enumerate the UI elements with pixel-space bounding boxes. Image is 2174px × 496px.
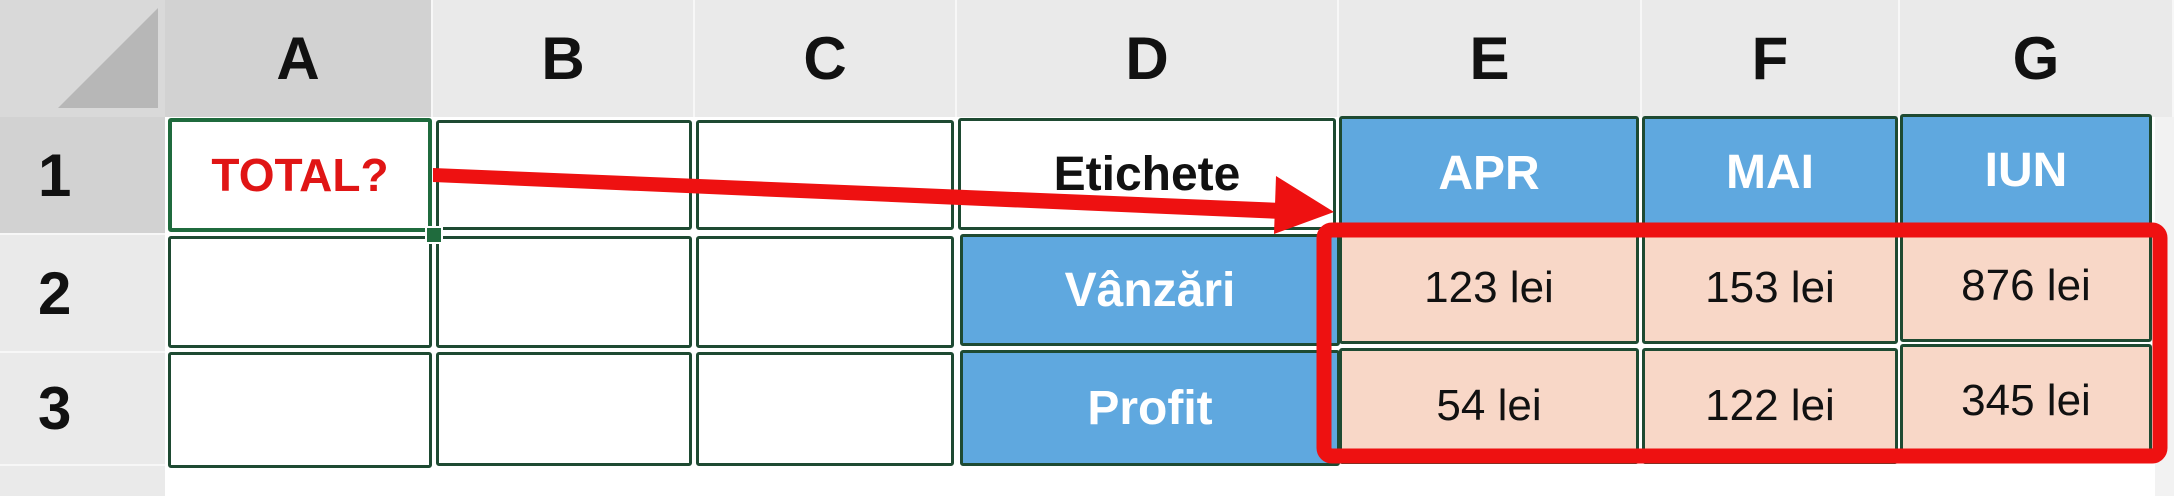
sheet-edge bbox=[2155, 117, 2174, 496]
cell-d1[interactable]: Etichete bbox=[958, 118, 1336, 230]
column-header-g[interactable]: G bbox=[1900, 0, 2174, 117]
column-header-f[interactable]: F bbox=[1642, 0, 1900, 117]
cell-b3[interactable] bbox=[436, 352, 692, 466]
cell-f2[interactable]: 153 lei bbox=[1642, 232, 1898, 344]
row-header-3[interactable]: 3 bbox=[0, 353, 165, 466]
cell-e2-text: 123 lei bbox=[1424, 263, 1554, 312]
row-header-2[interactable]: 2 bbox=[0, 235, 165, 353]
row-header-1[interactable]: 1 bbox=[0, 117, 165, 235]
cell-e1-text: APR bbox=[1438, 146, 1540, 200]
cell-a1[interactable]: TOTAL? bbox=[168, 118, 432, 232]
column-header-b[interactable]: B bbox=[433, 0, 695, 117]
cell-d2[interactable]: Vânzări bbox=[960, 234, 1340, 346]
cell-d3[interactable]: Profit bbox=[960, 350, 1340, 466]
row-header-filler bbox=[0, 466, 165, 496]
cell-b1[interactable] bbox=[436, 120, 692, 230]
fill-handle[interactable] bbox=[425, 226, 443, 244]
cell-f1-text: MAI bbox=[1726, 145, 1814, 199]
cell-b2[interactable] bbox=[436, 236, 692, 348]
cell-a2[interactable] bbox=[168, 236, 432, 348]
cell-d3-text: Profit bbox=[1087, 381, 1213, 435]
cell-g2[interactable]: 876 lei bbox=[1900, 230, 2152, 342]
cell-g3[interactable]: 345 lei bbox=[1900, 344, 2152, 458]
select-all-corner[interactable] bbox=[0, 0, 165, 117]
column-header-e[interactable]: E bbox=[1339, 0, 1642, 117]
cell-c1[interactable] bbox=[696, 120, 954, 230]
cell-e1[interactable]: APR bbox=[1339, 116, 1639, 230]
cell-e3-text: 54 lei bbox=[1436, 381, 1542, 430]
cell-f3[interactable]: 122 lei bbox=[1642, 348, 1898, 464]
cell-e2[interactable]: 123 lei bbox=[1339, 232, 1639, 344]
cell-d2-text: Vânzări bbox=[1064, 263, 1236, 317]
cell-g3-text: 345 lei bbox=[1961, 376, 2091, 425]
cell-f2-text: 153 lei bbox=[1705, 263, 1835, 312]
cell-e3[interactable]: 54 lei bbox=[1339, 348, 1639, 464]
select-all-triangle-icon bbox=[58, 8, 158, 108]
cell-g2-text: 876 lei bbox=[1961, 261, 2091, 310]
column-header-d[interactable]: D bbox=[957, 0, 1339, 117]
cell-a3[interactable] bbox=[168, 352, 432, 468]
cell-c2[interactable] bbox=[696, 236, 954, 348]
cell-g1-text: IUN bbox=[1984, 143, 2068, 197]
cell-a1-text: TOTAL? bbox=[211, 149, 389, 201]
cell-d1-text: Etichete bbox=[1053, 147, 1241, 201]
cell-c3[interactable] bbox=[696, 352, 954, 466]
cell-g1[interactable]: IUN bbox=[1900, 114, 2152, 226]
column-header-c[interactable]: C bbox=[695, 0, 957, 117]
column-header-a[interactable]: A bbox=[165, 0, 433, 117]
cell-f1[interactable]: MAI bbox=[1642, 116, 1898, 228]
cell-f3-text: 122 lei bbox=[1705, 381, 1835, 430]
